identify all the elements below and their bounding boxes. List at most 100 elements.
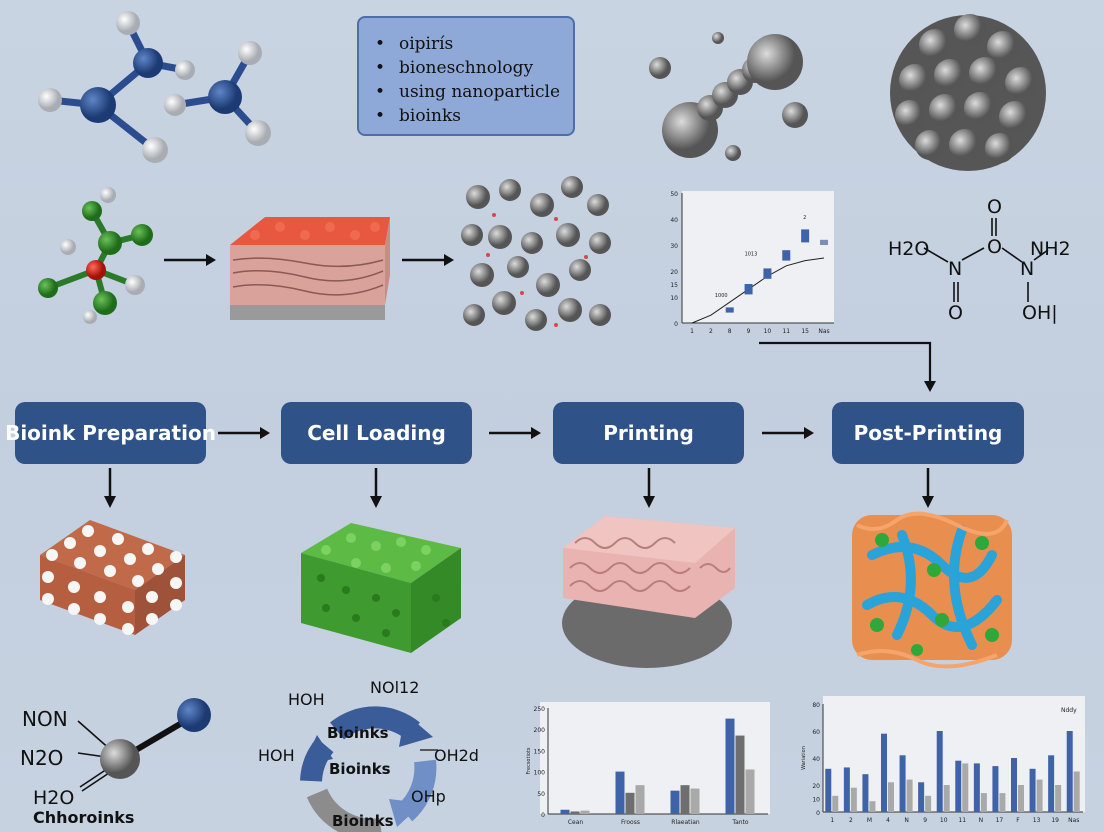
label-h2o-bottom: H2O [33,787,75,809]
bar [615,771,625,814]
y-tick-label: 0 [674,321,678,328]
ammonia-molecules-illustration [38,11,271,163]
dispersed-particles-illustration [461,176,611,331]
bar [843,767,850,812]
arrow-down-icon [370,468,382,508]
y-tick-label: 250 [534,706,546,713]
x-tick-label: Cean [568,819,584,826]
label-o-bottom: O [948,302,963,324]
lattice-scaffold-illustration [40,520,185,635]
y-tick-label: 15 [670,282,678,289]
x-tick-label: 8 [728,328,732,335]
x-tick-label: 9 [923,817,927,824]
bioink-cycle-diagram [300,706,437,832]
x-tick-label: N [904,817,909,824]
box-mark [820,239,828,245]
arrow-down-icon [643,468,655,508]
bar [973,763,980,812]
bar [1018,785,1024,812]
y-tick-label: 50 [537,791,545,798]
cycle-ring-label: Bioinks [327,724,389,742]
cycle-label-noh2: NOl12 [370,678,420,697]
flow-connector-arrow [759,341,936,392]
hydrogel-block-illustration [230,217,390,320]
box-mark [744,284,753,295]
arrow-right-icon [218,427,270,439]
label-h2o: H2O [888,238,930,260]
x-tick-label: Frooss [621,819,640,826]
bullet-item: oipirís [375,32,573,56]
y-tick-label: 0 [541,812,545,819]
bar [690,788,700,814]
label-n-left: N [948,258,963,280]
bullet-item: bioneschnology [375,56,573,80]
bar [680,785,690,814]
bar [825,768,832,812]
y-tick-label: 60 [812,729,820,736]
printed-tissue-illustration [562,516,735,668]
bullet-note-box: oipirís bioneschnology using nanoparticl… [357,16,575,136]
y-axis-title: Wariation [801,746,807,770]
bar [1029,768,1036,812]
x-tick-label: 10 [764,328,772,335]
bar [850,787,857,812]
bar [635,785,645,814]
label-non: NON [22,707,68,731]
y-tick-label: 30 [670,243,678,250]
box-mark [801,229,810,243]
x-tick-label: 11 [958,817,966,824]
bar [881,733,887,812]
box-mark [725,307,734,313]
bar [999,793,1006,812]
arrow-right-icon [762,427,814,439]
label-o-top: O [987,196,1002,218]
bar [869,801,876,812]
y-axis-title: Frecsotiots [526,747,532,774]
bar [943,785,950,812]
x-tick-label: F [1016,817,1020,824]
arrow-right-icon [489,427,541,439]
label-oh: OH| [1022,302,1058,324]
bar [1048,755,1055,812]
y-tick-label: 200 [534,727,546,734]
bar [1066,731,1073,812]
cycle-ring-label: Bioinks [332,812,394,830]
x-tick-label: 17 [996,817,1004,824]
y-tick-label: 0 [816,810,820,817]
bar [580,810,590,814]
bar [918,782,925,812]
arrow-right-icon [402,254,454,266]
bar [955,760,962,812]
nanoparticle-cluster-illustration [649,32,808,161]
stage-cell-loading: Cell Loading [281,402,472,464]
bullet-item: bioinks [375,104,573,128]
bar [925,795,932,812]
pointer-line [420,749,438,751]
bar [980,793,987,812]
cycle-ring-label: Bioinks [329,760,391,778]
y-tick-label: 50 [670,191,678,198]
annotation-label: 1000 [715,293,728,299]
chemical-bonds [923,218,1049,302]
molecule-illustration [38,187,153,324]
bar [962,763,969,812]
y-tick-label: 80 [812,702,820,709]
bar [670,790,680,814]
annotation-label: Nddy [1061,707,1077,714]
y-tick-label: 10 [812,797,820,804]
x-tick-label: Nas [1068,817,1079,824]
arrow-down-icon [104,468,116,508]
x-tick-label: 13 [1033,817,1041,824]
green-cell-network-illustration [301,523,461,653]
annotation-label: 2 [803,215,806,221]
bar [992,766,999,812]
stage-bioink-preparation: Bioink Preparation [5,402,216,464]
cycle-label-oh2d: OH2d [434,746,479,765]
y-tick-label: 150 [534,748,546,755]
bar [745,769,755,814]
label-n-right: N [1020,258,1035,280]
bar [936,731,943,812]
bar [906,779,913,812]
